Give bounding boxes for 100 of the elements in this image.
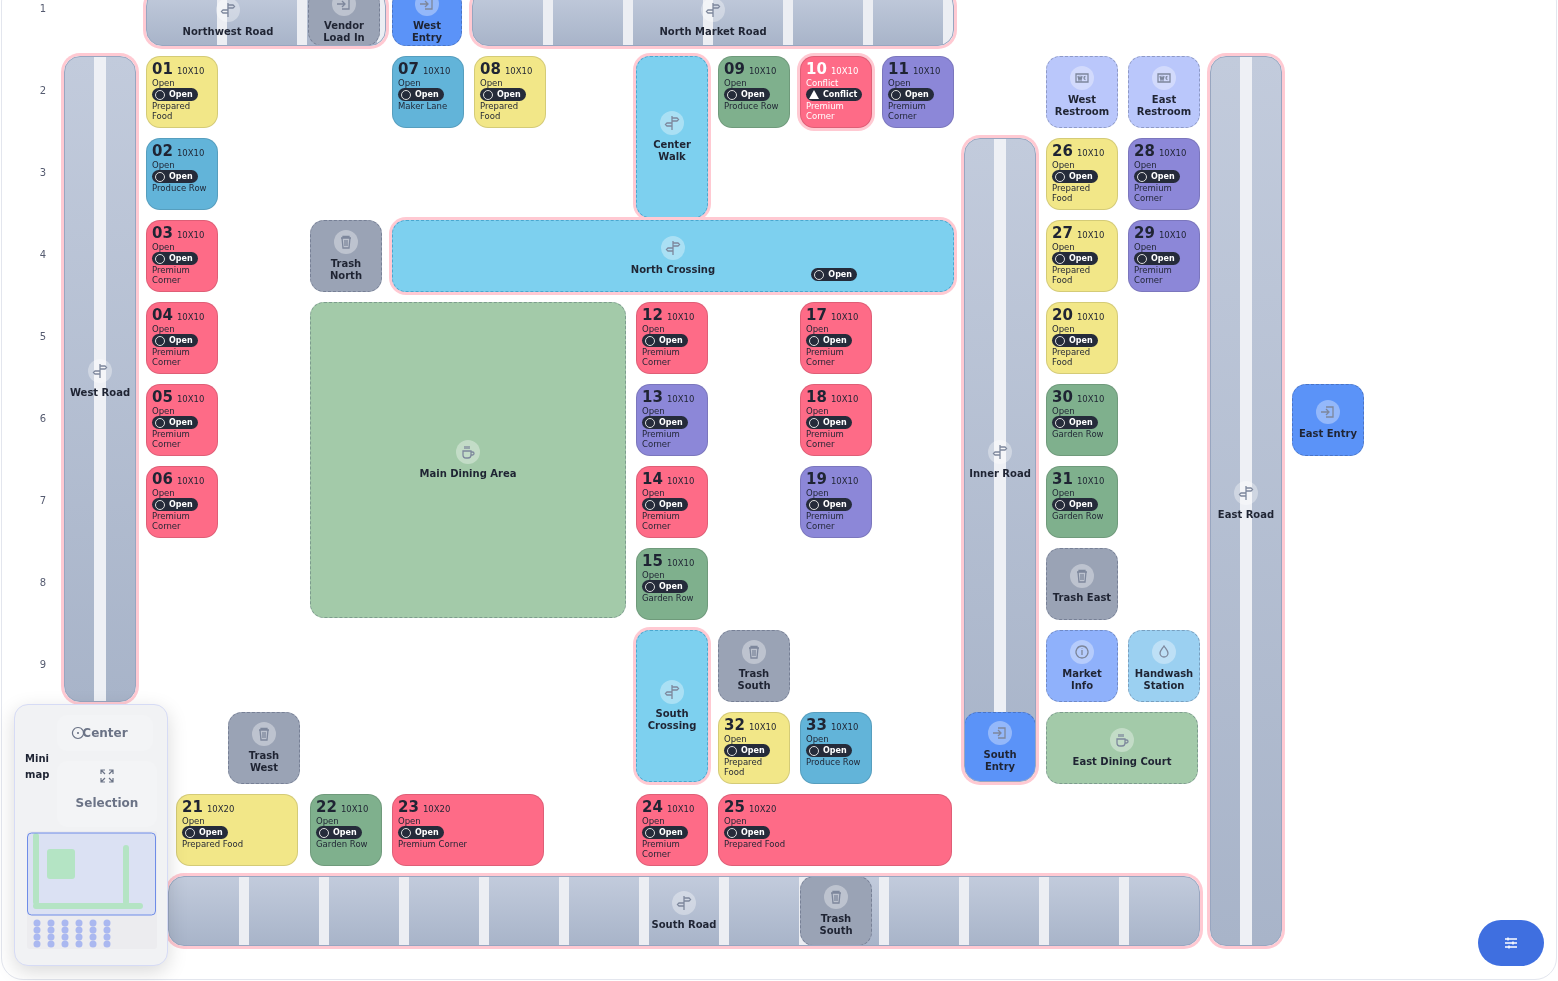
stall-number: 22: [316, 799, 337, 815]
status-text: Open: [398, 816, 422, 826]
stall-number: 21: [182, 799, 203, 815]
road: [168, 876, 1200, 946]
stall-number: 29: [1134, 225, 1155, 241]
status-text: Open: [642, 488, 666, 498]
stall-card: [1046, 138, 1118, 210]
stall-card: [146, 56, 218, 128]
status-text: Open: [642, 406, 666, 416]
stall-size: 10X20: [422, 804, 451, 814]
road: [1210, 56, 1282, 946]
stall-size: 10X10: [176, 230, 205, 240]
status-badge: Open: [1052, 334, 1098, 347]
stall-card: [800, 302, 872, 374]
stall-card: [636, 466, 708, 538]
road: [146, 0, 386, 46]
category-text: Garden Row: [316, 839, 369, 849]
category-text: Premium Corner: [1134, 183, 1173, 203]
status-badge: Open: [152, 334, 198, 347]
road-name: South Road: [651, 919, 717, 931]
stall-size: 10X10: [748, 66, 777, 76]
stall-size: 10X10: [176, 66, 205, 76]
stall-size: 10X10: [340, 804, 369, 814]
status-badge: Open: [642, 826, 688, 839]
stall-card: [1128, 138, 1200, 210]
status-badge: Open: [806, 416, 852, 429]
category-text: Premium Corner: [642, 511, 681, 531]
stall-number: 03: [152, 225, 173, 241]
area-name: Trash South: [736, 668, 772, 692]
status-badge: Conflict: [806, 88, 863, 101]
stall-card: [718, 794, 952, 866]
stall-number: 30: [1052, 389, 1073, 405]
status-badge: Open: [642, 580, 688, 593]
status-text: Open: [152, 488, 176, 498]
stall-size: 10X10: [1076, 312, 1105, 322]
status-badge: Open: [888, 88, 934, 101]
stall-number: 15: [642, 553, 663, 569]
category-text: Premium Corner: [642, 839, 681, 859]
status-badge: Open: [1052, 170, 1098, 183]
walkway: [636, 56, 708, 218]
stall-card: [636, 302, 708, 374]
area-name: West Restroom: [1053, 94, 1111, 118]
stall-card: [800, 56, 872, 128]
stall-number: 32: [724, 717, 745, 733]
area-name: Vendor Load In: [322, 20, 366, 44]
status-text: Open: [724, 78, 748, 88]
status-text: Open: [1134, 160, 1158, 170]
stall-number: 05: [152, 389, 173, 405]
status-text: Open: [152, 78, 176, 88]
trash-station: [1046, 548, 1118, 620]
stall-size: 10X10: [422, 66, 451, 76]
stall-card: [146, 384, 218, 456]
stall-size: 10X10: [176, 476, 205, 486]
entrance-tile: [308, 0, 380, 45]
stall-size: 10X10: [176, 394, 205, 404]
stall-size: 10X20: [748, 804, 777, 814]
stall-size: 10X10: [1158, 230, 1187, 240]
restroom-tile: [1128, 56, 1200, 128]
stall-size: 10X10: [830, 394, 859, 404]
stall-number: 11: [888, 61, 909, 77]
dining-area: [310, 302, 626, 618]
category-text: Prepared Food: [182, 839, 245, 849]
status-text: Open: [1052, 242, 1076, 252]
stall-card: [1046, 466, 1118, 538]
category-text: Prepared Food: [1052, 183, 1092, 203]
stall-number: 08: [480, 61, 501, 77]
stall-number: 19: [806, 471, 827, 487]
stall-number: 04: [152, 307, 173, 323]
stall-card: [800, 712, 872, 784]
category-text: Premium Corner: [398, 839, 469, 849]
row-number: 8: [38, 577, 48, 588]
road: [64, 56, 136, 702]
stall-number: 07: [398, 61, 419, 77]
area-name: West Entry: [410, 20, 444, 44]
category-text: Produce Row: [806, 757, 862, 767]
stall-number: 06: [152, 471, 173, 487]
status-badge: Open: [1052, 416, 1098, 429]
category-text: Premium Corner: [152, 429, 191, 449]
status-badge: Open: [398, 88, 444, 101]
category-text: Premium Corner: [642, 347, 681, 367]
status-badge: Open: [480, 88, 526, 101]
status-badge: Open: [806, 744, 852, 757]
status-text: Open: [398, 78, 422, 88]
restroom-tile: [1046, 56, 1118, 128]
stall-number: 13: [642, 389, 663, 405]
stall-card: [800, 466, 872, 538]
stall-size: 10X10: [504, 66, 533, 76]
info-tile: [1046, 630, 1118, 702]
stall-size: 10X10: [176, 148, 205, 158]
stall-size: 10X20: [206, 804, 235, 814]
area-name: Market Info: [1061, 668, 1103, 692]
dining-area: [1046, 712, 1198, 784]
status-badge: Open: [642, 416, 688, 429]
status-text: Open: [642, 570, 666, 580]
stall-size: 10X10: [830, 312, 859, 322]
stall-size: 10X10: [830, 476, 859, 486]
stall-size: 10X10: [666, 312, 695, 322]
status-text: Open: [806, 324, 830, 334]
area-name: North Crossing: [630, 264, 716, 276]
status-text: Open: [480, 78, 504, 88]
